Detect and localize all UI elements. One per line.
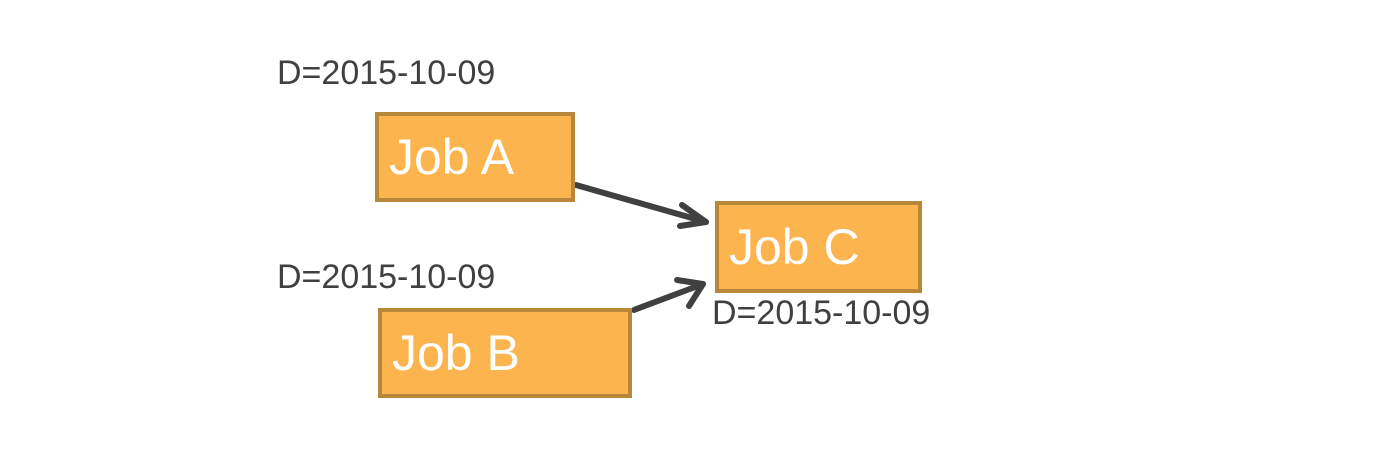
job-a-date-label: D=2015-10-09 [277, 54, 496, 92]
job-b-node[interactable]: Job B [378, 308, 632, 398]
job-c-date-label: D=2015-10-09 [712, 294, 931, 332]
edge-job-b-to-job-c [631, 277, 706, 313]
edge-job-a-to-job-c [573, 182, 709, 229]
job-a-node[interactable]: Job A [375, 112, 575, 202]
job-b-date-label: D=2015-10-09 [277, 258, 496, 296]
job-c-node[interactable]: Job C [715, 201, 922, 293]
job-a-label: Job A [389, 129, 515, 185]
job-c-label: Job C [729, 219, 860, 275]
job-b-label: Job B [392, 325, 520, 381]
